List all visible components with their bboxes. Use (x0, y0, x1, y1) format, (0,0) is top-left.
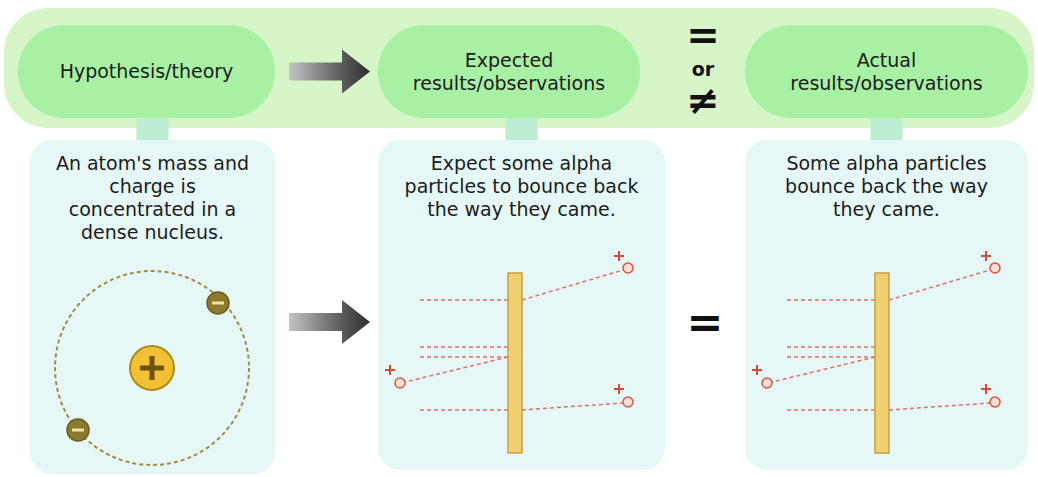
scattering-illustration (745, 248, 1028, 463)
alpha-path (420, 299, 508, 301)
alpha-path (772, 357, 875, 382)
alpha-path (420, 356, 508, 358)
plus-symbol (618, 384, 620, 394)
charge-marks (752, 251, 991, 394)
alpha-particle (990, 263, 1000, 273)
alpha-particle (623, 263, 633, 273)
alpha-path (522, 403, 623, 410)
alpha-path (787, 346, 875, 348)
alpha-path (787, 409, 875, 411)
stage-pill: Hypothesis/theory (18, 25, 275, 118)
alpha-path (420, 346, 508, 348)
alpha-path (787, 356, 875, 358)
plus-symbol (150, 356, 155, 380)
alpha-particle (395, 378, 405, 388)
minus-symbol (212, 302, 224, 305)
flow-arrow (289, 50, 370, 94)
alpha-path (405, 357, 508, 382)
plus-symbol (618, 251, 620, 261)
scattering-illustration (378, 248, 665, 463)
content-box: Some alpha particles bounce back the way… (745, 140, 1028, 470)
relation-symbol: = (675, 300, 735, 344)
alpha-particle (623, 397, 633, 407)
box-text: Some alpha particles bounce back the way… (761, 152, 1012, 221)
stage-pill: Expected results/observations (378, 25, 640, 118)
alpha-path (889, 403, 990, 410)
stage-label: Hypothesis/theory (60, 60, 234, 83)
stage-label: Actual results/observations (763, 49, 1010, 95)
box-text: Expect some alpha particles to bounce ba… (402, 152, 641, 221)
atom-illustration (30, 258, 275, 472)
plus-symbol (389, 365, 391, 375)
alpha-particle (990, 397, 1000, 407)
nucleus (130, 346, 174, 390)
stage-label: Expected results/observations (396, 49, 622, 95)
stage-pill: Actual results/observations (745, 25, 1028, 118)
alpha-path (889, 270, 990, 300)
electron (67, 419, 89, 441)
flow-arrow (289, 300, 370, 344)
plus-symbol (756, 365, 758, 375)
gold-foil (508, 273, 522, 453)
charge-marks (385, 251, 624, 394)
alpha-path (522, 270, 623, 300)
gold-foil (875, 273, 889, 453)
plus-symbol (985, 251, 987, 261)
relation-symbol: ≠ (673, 79, 733, 121)
content-box: Expect some alpha particles to bounce ba… (378, 140, 665, 470)
plus-symbol (985, 384, 987, 394)
box-text: An atom's mass and charge is concentrate… (48, 152, 257, 244)
content-box: An atom's mass and charge is concentrate… (30, 140, 275, 474)
alpha-path (787, 299, 875, 301)
electron (207, 292, 229, 314)
relation-symbol: or (673, 57, 733, 81)
alpha-path (420, 409, 508, 411)
alpha-particle (762, 378, 772, 388)
relation-symbol: = (673, 14, 733, 56)
electron-orbit (55, 271, 249, 465)
minus-symbol (72, 429, 84, 432)
